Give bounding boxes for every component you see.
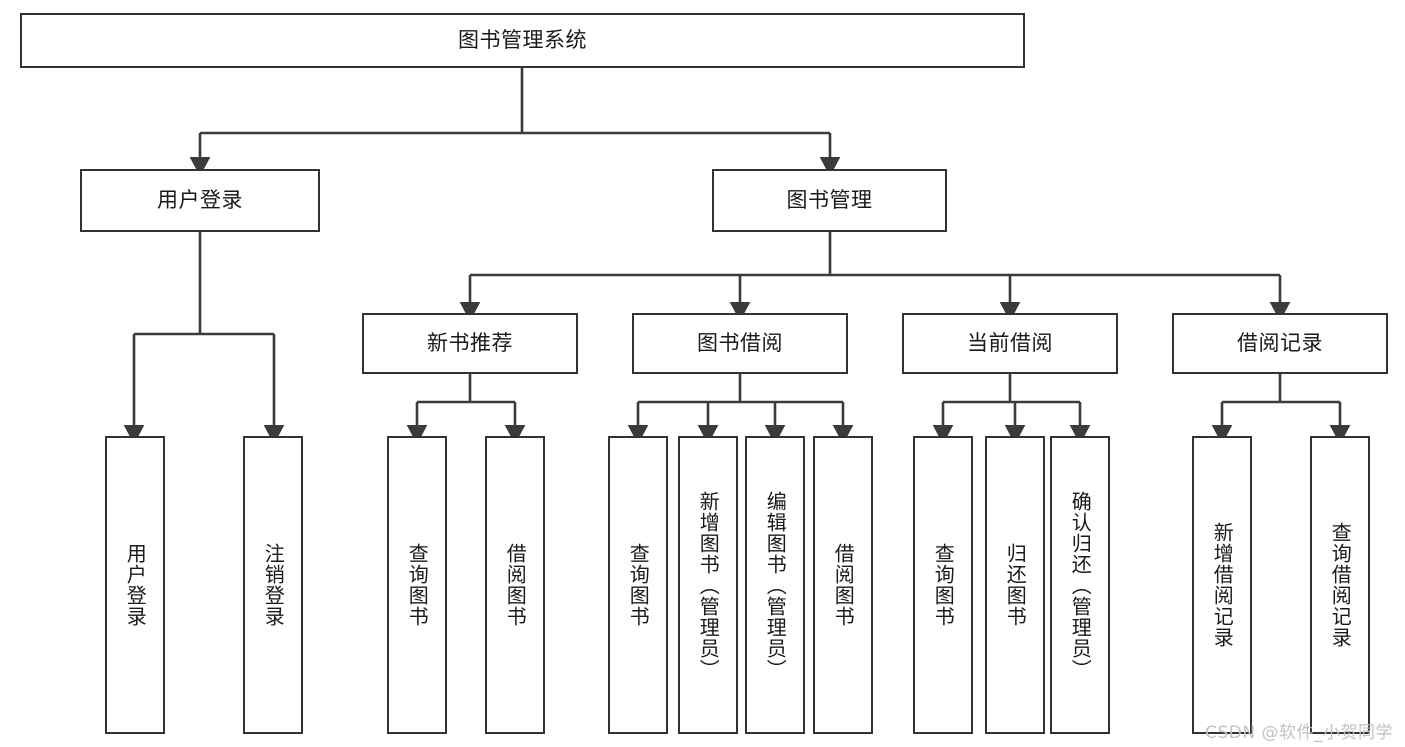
leaf-query-book-3[interactable]: 查询图书 [913,436,973,734]
leaf-confirm-return-admin[interactable]: 确认归还（管理员） [1050,436,1110,734]
leaf-edit-book-admin[interactable]: 编辑图书（管理员） [745,436,805,734]
node-new-book-recommend[interactable]: 新书推荐 [362,313,578,374]
leaf-add-book-admin[interactable]: 新增图书（管理员） [678,436,738,734]
node-borrow-records[interactable]: 借阅记录 [1172,313,1388,374]
leaf-query-borrow-record-label: 查询借阅记录 [1328,522,1353,648]
node-user-login-label: 用户登录 [157,187,243,212]
leaf-borrow-book-2[interactable]: 借阅图书 [813,436,873,734]
leaf-query-book-3-label: 查询图书 [931,543,956,627]
node-borrow-records-label: 借阅记录 [1237,330,1323,355]
leaf-borrow-book-1[interactable]: 借阅图书 [485,436,545,734]
leaf-return-book-label: 归还图书 [1003,543,1028,627]
leaf-add-borrow-record-label: 新增借阅记录 [1210,522,1235,648]
leaf-logout-login[interactable]: 注销登录 [243,436,303,734]
node-book-management-label: 图书管理 [786,187,873,212]
node-current-borrow-label: 当前借阅 [967,330,1053,355]
leaf-return-book[interactable]: 归还图书 [985,436,1045,734]
leaf-logout-login-label: 注销登录 [261,543,286,627]
node-book-management[interactable]: 图书管理 [712,169,947,232]
node-book-borrow[interactable]: 图书借阅 [632,313,848,374]
leaf-query-book-1-label: 查询图书 [405,543,430,627]
csdn-watermark: CSDN @软件_小贺同学 [1205,723,1393,743]
leaf-borrow-book-2-label: 借阅图书 [831,543,856,627]
leaf-user-login[interactable]: 用户登录 [105,436,165,734]
leaf-borrow-book-1-label: 借阅图书 [503,543,528,627]
node-book-borrow-label: 图书借阅 [697,330,783,355]
leaf-add-book-admin-label: 新增图书（管理员） [696,490,721,680]
node-current-borrow[interactable]: 当前借阅 [902,313,1118,374]
leaf-add-borrow-record[interactable]: 新增借阅记录 [1192,436,1252,734]
node-user-login[interactable]: 用户登录 [80,169,320,232]
leaf-query-book-2[interactable]: 查询图书 [608,436,668,734]
node-root[interactable]: 图书管理系统 [20,13,1025,68]
leaf-user-login-label: 用户登录 [123,543,148,627]
leaf-query-borrow-record[interactable]: 查询借阅记录 [1310,436,1370,734]
leaf-query-book-1[interactable]: 查询图书 [387,436,447,734]
leaf-confirm-return-admin-label: 确认归还（管理员） [1068,490,1093,680]
leaf-edit-book-admin-label: 编辑图书（管理员） [763,490,788,680]
node-new-book-recommend-label: 新书推荐 [427,330,513,355]
node-root-label: 图书管理系统 [458,27,587,52]
leaf-query-book-2-label: 查询图书 [626,543,651,627]
